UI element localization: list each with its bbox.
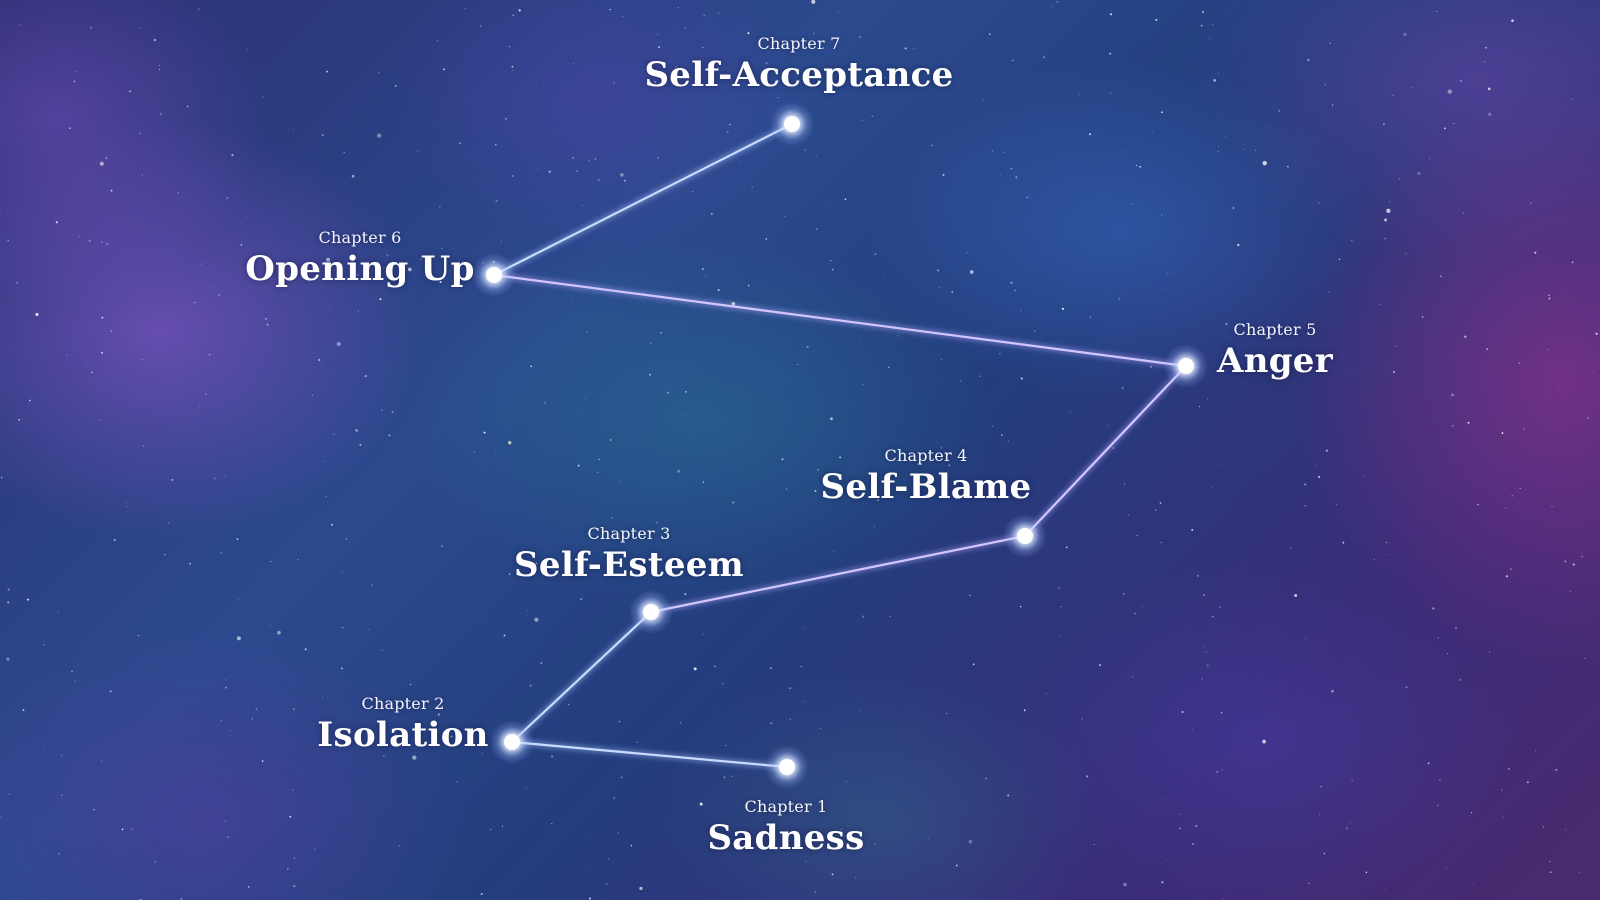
emotion-title: Self-Acceptance [644,54,953,96]
chapter-number-label: Chapter 1 [707,797,864,817]
connection-chapter-1-to-2 [512,742,787,767]
emotion-title: Sadness [707,817,864,859]
chapter-number-label: Chapter 6 [245,228,474,248]
node-label-chapter-7: Chapter 7 Self-Acceptance [644,34,953,96]
node-label-chapter-2: Chapter 2 Isolation [317,694,488,756]
star-node-chapter-2 [490,720,534,764]
star-node-chapter-5 [1164,344,1208,388]
node-label-chapter-3: Chapter 3 Self-Esteem [514,524,744,586]
emotion-title: Opening Up [245,248,474,290]
chapter-number-label: Chapter 4 [821,446,1032,466]
chapter-number-label: Chapter 2 [317,694,488,714]
star-node-chapter-1 [765,745,809,789]
node-label-chapter-6: Chapter 6 Opening Up [245,228,474,290]
connection-chapter-5-to-6 [494,275,1186,366]
emotion-title: Isolation [317,714,488,756]
chapter-number-label: Chapter 7 [644,34,953,54]
connection-chapter-4-to-5 [1025,366,1186,536]
node-label-chapter-1: Chapter 1 Sadness [707,797,864,859]
star-node-chapter-7 [770,102,814,146]
emotion-title: Self-Blame [821,466,1032,508]
emotion-title: Anger [1217,340,1333,382]
emotion-title: Self-Esteem [514,544,744,586]
chapter-number-label: Chapter 5 [1217,320,1333,340]
node-label-chapter-4: Chapter 4 Self-Blame [821,446,1032,508]
star-node-chapter-4 [1003,514,1047,558]
node-label-chapter-5: Chapter 5 Anger [1217,320,1333,382]
star-node-chapter-6 [472,253,516,297]
connection-chapter-6-to-7 [494,124,792,275]
star-node-chapter-3 [629,590,673,634]
connection-chapter-2-to-3 [512,612,651,742]
chapter-number-label: Chapter 3 [514,524,744,544]
